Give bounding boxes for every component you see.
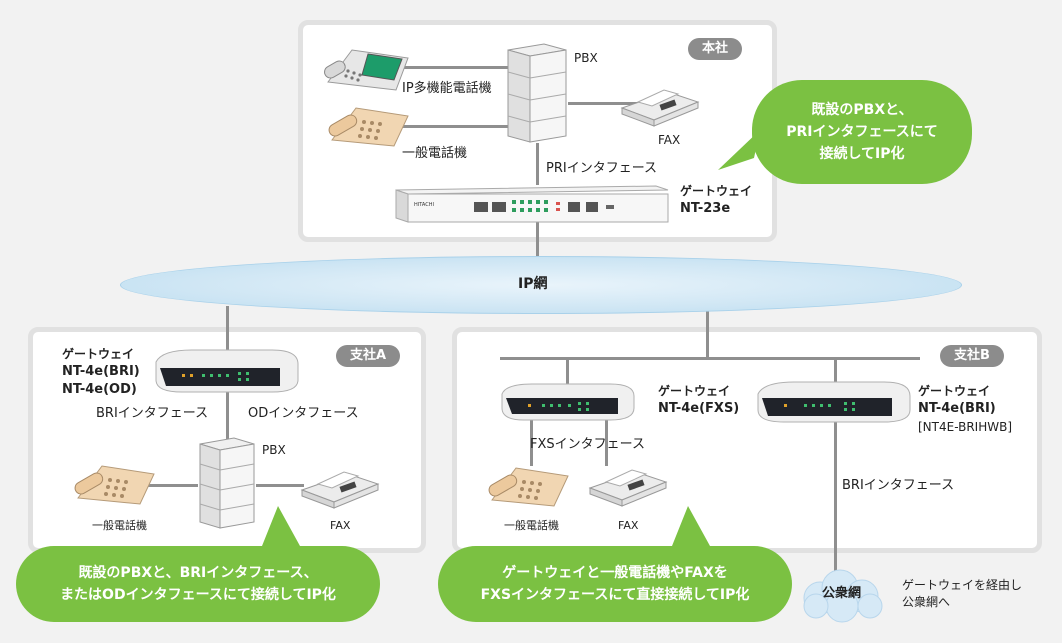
ip-phone-label: IP多機能電話機 bbox=[402, 81, 492, 96]
ip-phone-icon bbox=[322, 40, 414, 96]
ip-network-label: IP網 bbox=[518, 276, 548, 292]
hq-badge: 本社 bbox=[688, 38, 743, 60]
branch-b-callout-line1: ゲートウェイと一般電話機やFAXを bbox=[502, 565, 728, 581]
branch-a-gateway-label-line2: NT-4e(BRI) bbox=[62, 364, 140, 379]
branch-a-callout-line1: 既設のPBXと、BRIインタフェース、 bbox=[78, 565, 318, 581]
hq-callout: 既設のPBXと、 PRIインタフェースにて 接続してIP化 bbox=[752, 80, 972, 184]
pbx-icon bbox=[504, 40, 570, 144]
analog-phone-label: 一般電話機 bbox=[402, 146, 468, 161]
branch-a-phone-label: 一般電話機 bbox=[92, 519, 147, 532]
svg-text:HITACHI: HITACHI bbox=[414, 202, 434, 208]
hq-gateway-to-network-line bbox=[536, 220, 539, 260]
branch-a-gateway-to-pbx-line bbox=[226, 392, 229, 442]
branch-a-callout-tail bbox=[262, 506, 300, 546]
bri-gateway-label-line3: [NT4E-BRIHWB] bbox=[918, 420, 1013, 434]
gateway-nt4e-fxs-icon bbox=[498, 380, 638, 422]
ip-network bbox=[120, 256, 962, 314]
branch-b-fxs-to-fax-line bbox=[605, 416, 608, 466]
branch-b-bri-interface-label: BRIインタフェース bbox=[842, 478, 955, 493]
fxs-gateway-label-line1: ゲートウェイ bbox=[658, 384, 731, 398]
branch-a-pbx-to-fax-line bbox=[256, 484, 304, 487]
branch-b-bus-line bbox=[500, 357, 920, 360]
bri-gateway-label-line1: ゲートウェイ bbox=[918, 384, 991, 398]
hq-callout-line2: PRIインタフェースにて bbox=[786, 124, 938, 140]
hq-callout-line1: 既設のPBXと、 bbox=[811, 102, 913, 118]
fxs-interface-label: FXSインタフェース bbox=[530, 437, 645, 452]
branch-a-od-interface-label: ODインタフェース bbox=[248, 406, 359, 421]
branch-b-callout-line2: FXSインタフェースにて直接接続してIP化 bbox=[480, 587, 750, 603]
pri-interface-label: PRIインタフェース bbox=[546, 161, 658, 176]
public-network-cloud-icon bbox=[803, 569, 883, 623]
gateway-nt4e-bri-od-icon bbox=[152, 346, 302, 396]
branch-b-fxs-drop-line bbox=[566, 357, 569, 389]
analog-phone-icon bbox=[324, 100, 414, 152]
nt23e-label-line2: NT-23e bbox=[680, 201, 731, 216]
branch-b-network-line bbox=[706, 306, 709, 358]
bri-gateway-label-line2: NT-4e(BRI) bbox=[918, 401, 996, 416]
nt23e-label-line1: ゲートウェイ bbox=[680, 184, 753, 198]
hq-pbx-label: PBX bbox=[574, 51, 598, 65]
branch-b-bri-to-public-line bbox=[834, 422, 837, 572]
public-network-note-line2: 公衆網へ bbox=[902, 595, 951, 609]
gateway-nt23e-icon: HITACHI bbox=[392, 184, 670, 224]
gateway-nt4e-bri-icon bbox=[754, 378, 914, 426]
branch-a-callout: 既設のPBXと、BRIインタフェース、 またはODインタフェースにて接続してIP… bbox=[16, 546, 380, 622]
hq-fax-label: FAX bbox=[658, 133, 681, 147]
hq-analog-phone-to-pbx-line bbox=[378, 125, 508, 128]
branch-b-fxs-to-phone-line bbox=[530, 416, 533, 466]
branch-a-pbx-to-phone-line bbox=[140, 484, 198, 487]
branch-b-phone-label: 一般電話機 bbox=[504, 519, 559, 532]
branch-a-pbx-label: PBX bbox=[262, 443, 286, 457]
branch-a-fax-label: FAX bbox=[330, 519, 351, 532]
branch-b-fax-label: FAX bbox=[618, 519, 639, 532]
branch-a-bri-interface-label: BRIインタフェース bbox=[96, 406, 209, 421]
branch-a-pbx-icon bbox=[196, 434, 258, 530]
hq-callout-tail bbox=[718, 130, 760, 170]
hq-pbx-to-gateway-line bbox=[536, 143, 539, 185]
branch-a-badge: 支社A bbox=[336, 345, 401, 367]
hq-ip-phone-to-pbx-line bbox=[378, 66, 508, 69]
branch-b-badge: 支社B bbox=[940, 345, 1004, 367]
branch-b-bri-drop-line bbox=[834, 357, 837, 387]
branch-a-gateway-label-line1: ゲートウェイ bbox=[62, 347, 135, 361]
branch-a-gateway-label-line3: NT-4e(OD) bbox=[62, 382, 137, 397]
branch-b-callout-tail bbox=[672, 506, 710, 546]
branch-a-fax-icon bbox=[298, 466, 382, 510]
hq-pbx-to-fax-line bbox=[568, 102, 638, 105]
branch-b-phone-icon bbox=[484, 460, 574, 512]
branch-b-fax-icon bbox=[586, 464, 670, 508]
branch-a-phone-icon bbox=[70, 458, 160, 510]
branch-a-network-line bbox=[226, 306, 229, 352]
branch-a-callout-line2: またはODインタフェースにて接続してIP化 bbox=[60, 587, 336, 603]
fax-icon bbox=[618, 84, 702, 128]
public-network-label: 公衆網 bbox=[822, 586, 862, 601]
branch-b-callout: ゲートウェイと一般電話機やFAXを FXSインタフェースにて直接接続してIP化 bbox=[438, 546, 792, 622]
fxs-gateway-label-line2: NT-4e(FXS) bbox=[658, 401, 740, 416]
public-network-note-line1: ゲートウェイを経由し bbox=[902, 578, 1023, 592]
hq-callout-line3: 接続してIP化 bbox=[819, 146, 905, 162]
